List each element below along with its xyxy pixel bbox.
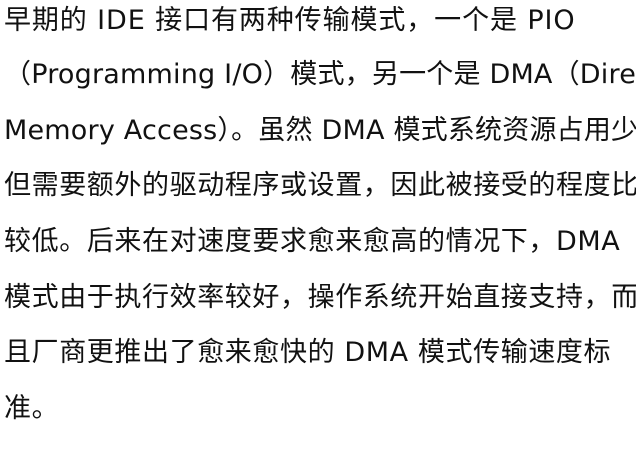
paragraph-line-4: 但需要额外的驱动程序或设置，因此被接受的程度比 [4,170,636,201]
paragraph-line-6: 模式由于执行效率较好，操作系统开始直接支持，而 [4,282,636,313]
paragraph-line-3: Memory Access）。虽然 DMA 模式系统资源占用少， [4,115,636,146]
paragraph-line-8: 准。 [4,393,60,424]
paragraph-line-2: （Programming I/O）模式，另一个是 DMA（Direct [4,59,636,90]
paragraph-line-5: 较低。后来在对速度要求愈来愈高的情况下，DMA [4,226,621,257]
paragraph-line-1: 早期的 IDE 接口有两种传输模式，一个是 PIO [4,5,576,36]
paragraph-line-7: 且厂商更推出了愈来愈快的 DMA 模式传输速度标 [4,337,612,368]
